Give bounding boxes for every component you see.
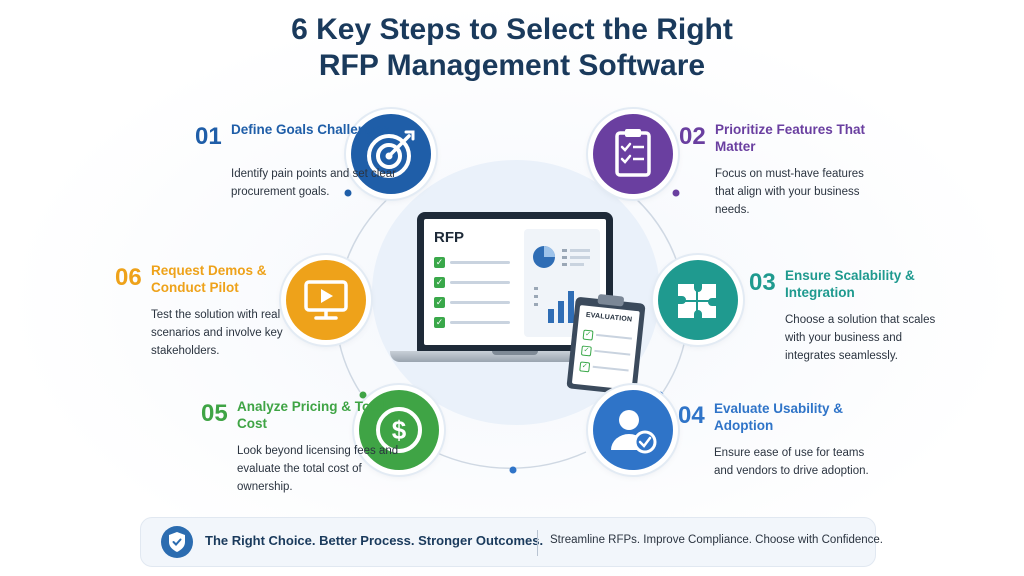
check-icon: ✓ [434, 277, 445, 288]
step-05: 05 Analyze Pricing & Total Cost Look bey… [201, 398, 401, 493]
footer-divider [537, 530, 538, 556]
step-number: 02 [679, 123, 706, 150]
footer-subtagline: Streamline RFPs. Improve Compliance. Cho… [550, 534, 884, 546]
ring-dot [509, 466, 517, 474]
rfp-checklist-row: ✓ [434, 257, 514, 269]
ring-dot [656, 391, 664, 399]
check-icon: ✓ [434, 297, 445, 308]
rfp-label: RFP [434, 229, 464, 246]
step-06: 06 Request Demos & Conduct Pilot Test th… [115, 262, 315, 357]
step-description: Identify pain points and set clear procu… [231, 168, 396, 198]
step-01: 01 Define Goals Challenges Identify pain… [195, 121, 396, 198]
step-description: Ensure ease of use for teams and vendors… [714, 447, 869, 477]
step-title: Request Demos & Conduct Pilot [151, 263, 267, 295]
svg-text:$: $ [392, 415, 407, 445]
target-icon [351, 114, 431, 194]
page-title: 6 Key Steps to Select the Right RFP Mana… [0, 12, 1024, 84]
title-line-2: RFP Management Software [318, 49, 706, 82]
dollar-icon: $ [359, 390, 439, 470]
step-03: 03 Ensure Scalability & Integration Choo… [749, 267, 949, 362]
evaluation-clipboard: EVALUATION ✓ ✓ ✓ [566, 293, 646, 396]
step-number: 04 [678, 402, 705, 429]
play-monitor-icon [286, 260, 366, 340]
step-number: 05 [201, 400, 228, 427]
checklist-clipboard-icon [593, 114, 673, 194]
rfp-checklist-row: ✓ [434, 317, 514, 329]
step-description: Look beyond licensing fees and evaluate … [237, 445, 399, 493]
ring-dot [359, 391, 367, 399]
ring-dot [344, 189, 352, 197]
evaluation-row: ✓ [580, 345, 632, 359]
evaluation-label: EVALUATION [585, 311, 633, 324]
shield-check-icon [161, 526, 193, 558]
step-description: Test the solution with real scenarios an… [151, 309, 283, 357]
evaluation-row: ✓ [582, 329, 634, 344]
check-icon: ✓ [582, 329, 594, 341]
check-icon: ✓ [579, 361, 591, 373]
check-icon: ✓ [434, 257, 445, 268]
footer-tagline: The Right Choice. Better Process. Strong… [205, 533, 544, 548]
step-title: Prioritize Features That Matter [715, 122, 866, 154]
evaluation-row: ✓ [579, 361, 630, 375]
step-title: Analyze Pricing & Total Cost [237, 399, 387, 431]
step-title: Evaluate Usability & Adoption [714, 401, 844, 433]
rfp-checklist-row: ✓ [434, 297, 514, 309]
footer-banner: The Right Choice. Better Process. Strong… [140, 517, 883, 567]
step-description: Focus on must-have features that align w… [715, 168, 864, 216]
rfp-checklist-row: ✓ [434, 277, 514, 289]
laptop-notch [492, 351, 538, 355]
title-line-1: 6 Key Steps to Select the Right [291, 13, 733, 46]
step-description: Choose a solution that scales with your … [785, 314, 936, 362]
laptop-base [390, 351, 640, 362]
step-title: Ensure Scalability & Integration [785, 268, 915, 300]
puzzle-icon [658, 260, 738, 340]
user-check-icon [593, 390, 673, 470]
ring-dot [688, 339, 696, 347]
clipboard-paper: EVALUATION ✓ ✓ ✓ [571, 305, 640, 390]
clipboard-clip [597, 293, 625, 307]
step-title: Define Goals Challenges [231, 122, 390, 137]
step-number: 03 [749, 269, 776, 296]
step-number: 06 [115, 264, 142, 291]
ring-dot [672, 189, 680, 197]
step-02: 02 Prioritize Features That Matter Focus… [679, 121, 879, 216]
check-icon: ✓ [434, 317, 445, 328]
check-icon: ✓ [580, 345, 592, 357]
step-04: 04 Evaluate Usability & Adoption Ensure … [678, 400, 878, 477]
step-number: 01 [195, 123, 222, 150]
